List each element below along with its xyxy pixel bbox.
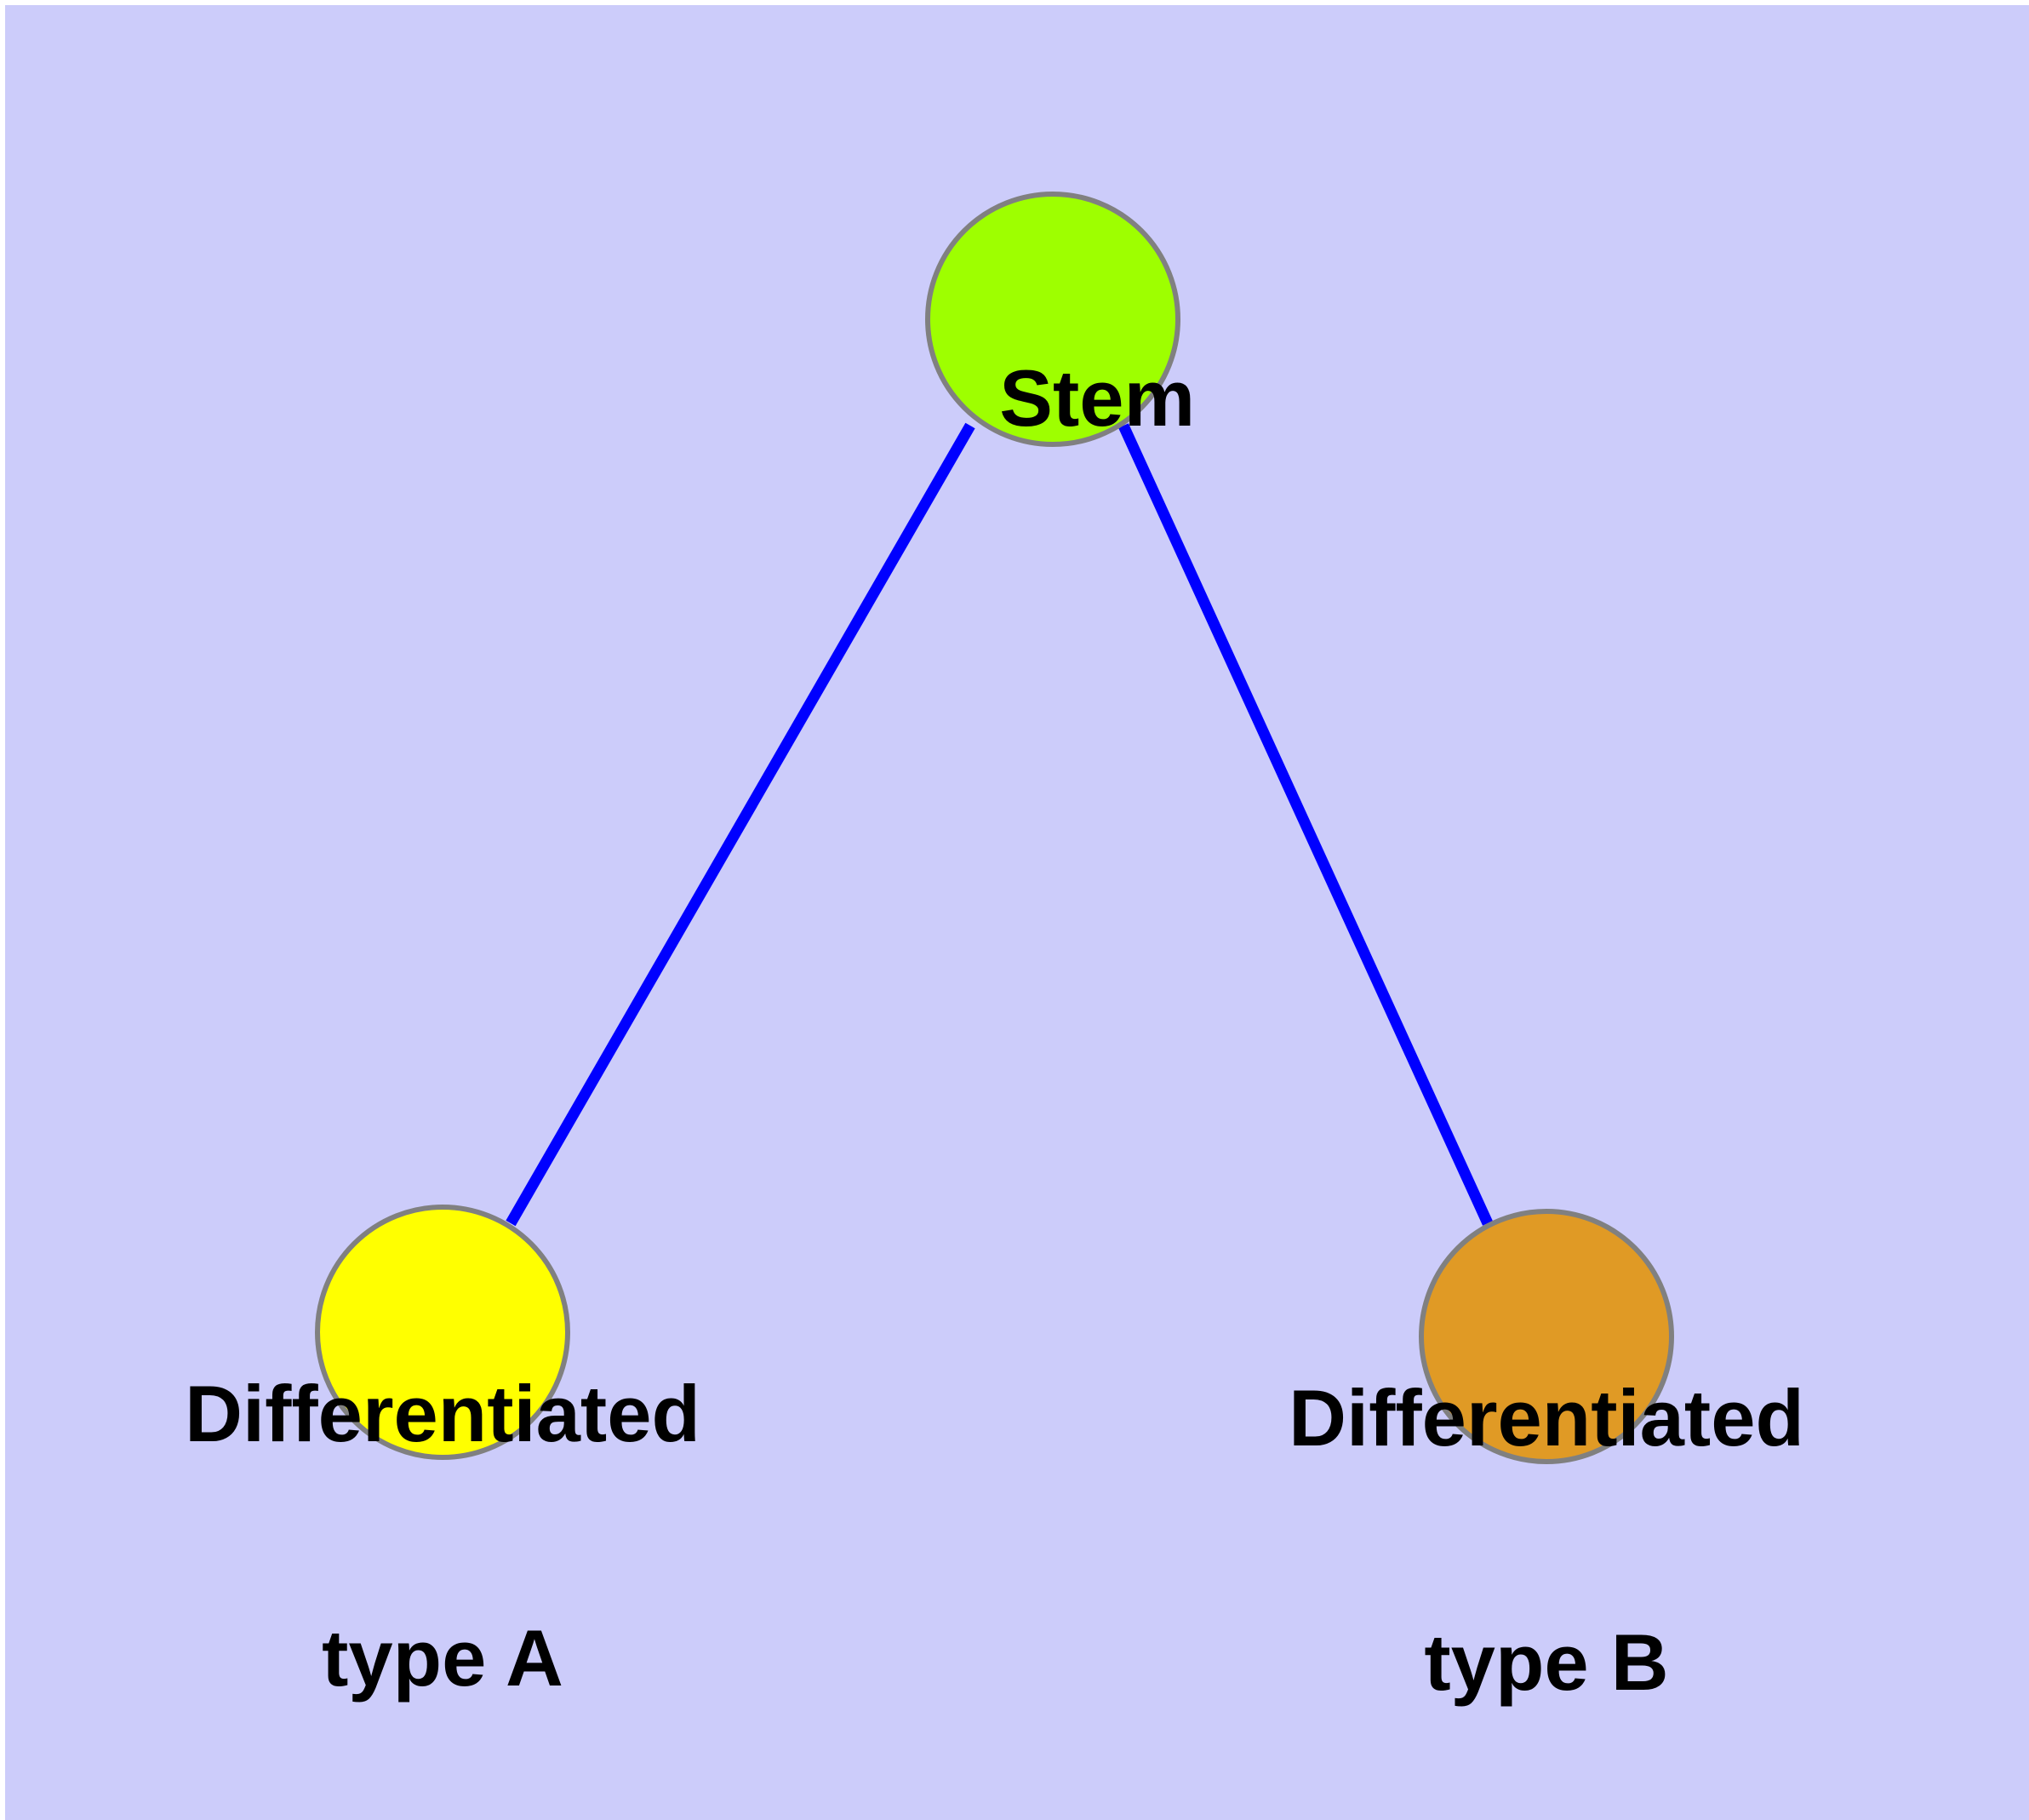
node-diff-a-circle[interactable]: [315, 1205, 570, 1460]
node-diff-b-circle[interactable]: [1419, 1209, 1674, 1464]
edge-layer: [506, 422, 1493, 1227]
node-layer: [315, 192, 1674, 1464]
edge-stem-to-diff-a[interactable]: [506, 422, 975, 1227]
node-stem-circle[interactable]: [925, 192, 1180, 447]
edge-stem-to-diff-b[interactable]: [1118, 423, 1493, 1226]
